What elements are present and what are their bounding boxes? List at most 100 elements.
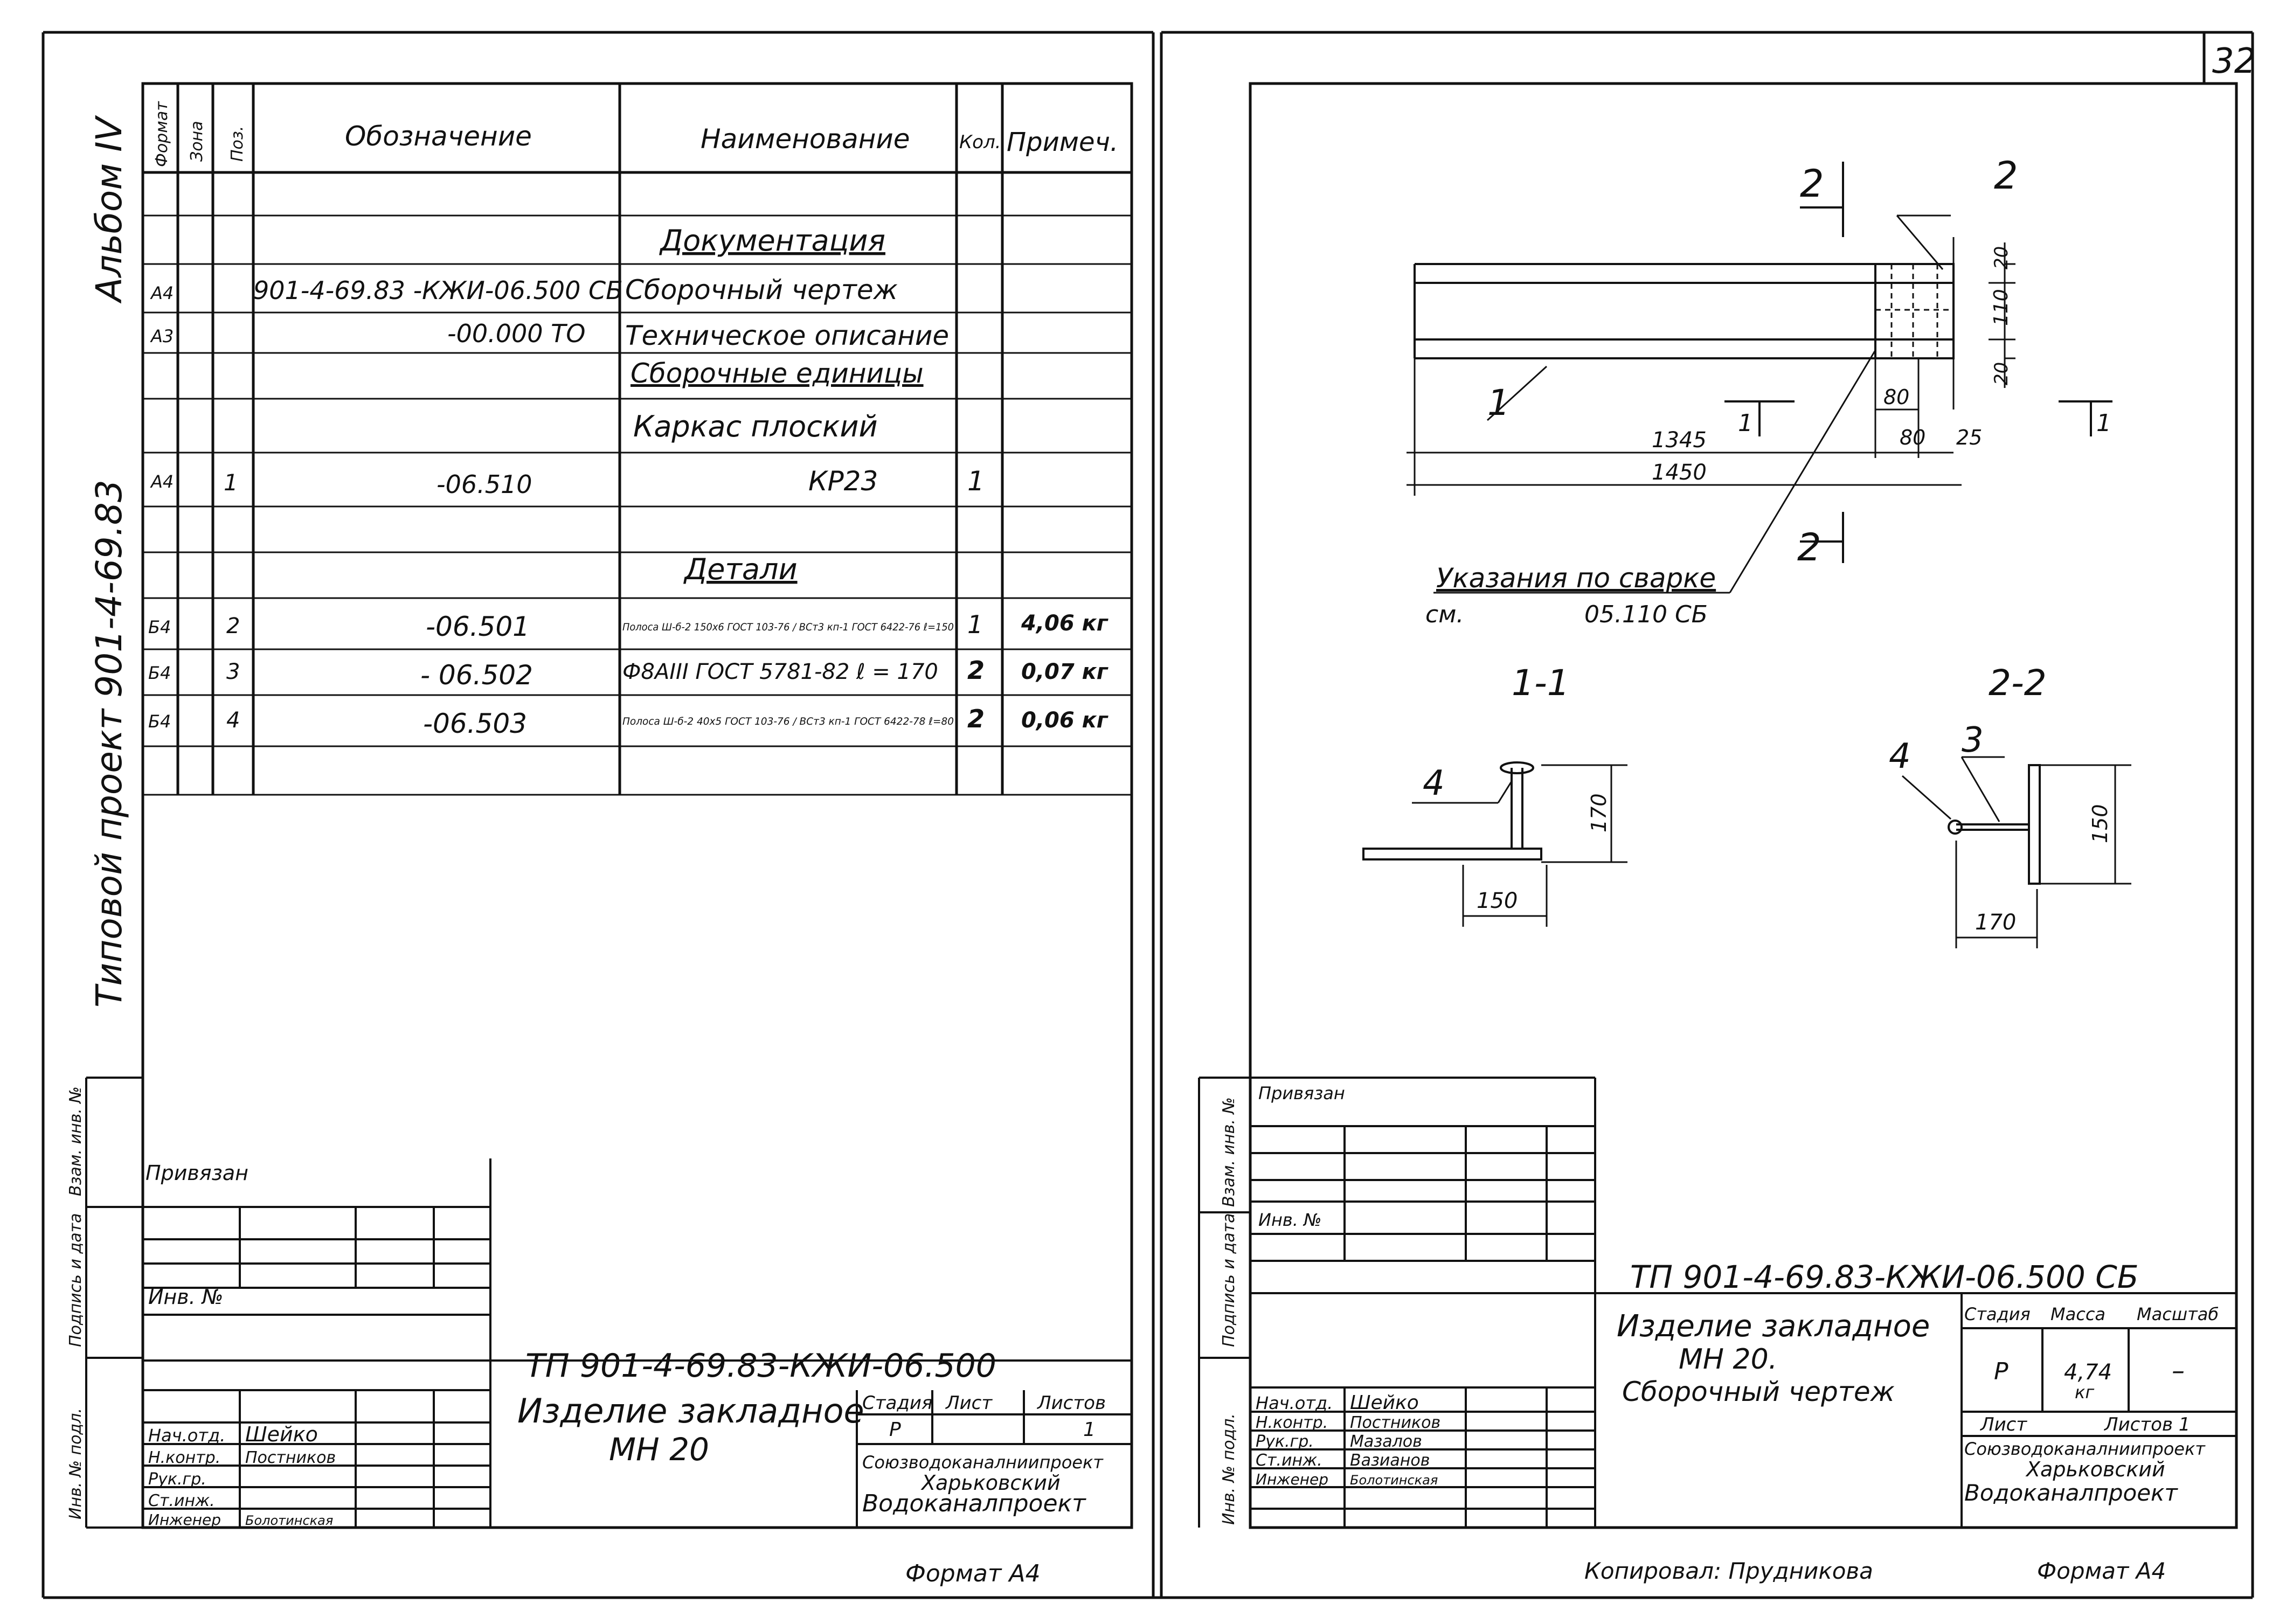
spec-row-name: Ф8АIII ГОСТ 5781-82 ℓ = 170: [622, 660, 938, 684]
spec-row-format: А4: [150, 283, 174, 303]
left-format-label: Формат А4: [905, 1560, 1041, 1587]
left-person: Болотинская: [245, 1513, 333, 1528]
right-signatories: Нач.отд. Шейко Н.контр. Постников Рук.гр…: [1256, 1392, 1440, 1488]
spec-row-designation: -06.503: [423, 708, 527, 739]
right-title-line1: Изделие закладное: [1617, 1309, 1930, 1344]
callout-2-top: 2: [1994, 154, 2018, 198]
right-person: Болотинская: [1350, 1473, 1438, 1488]
spec-row-lines: [143, 214, 1132, 796]
left-title-block-lines: [85, 1077, 1132, 1529]
s11-dim-170: 170: [1587, 793, 1611, 832]
right-person: Мазалов: [1350, 1432, 1422, 1451]
right-mass-label: Масса: [2050, 1304, 2105, 1324]
left-person: Шейко: [245, 1422, 318, 1446]
s11-dim-150: 150: [1477, 889, 1518, 913]
left-sheets-label: Листов: [1036, 1392, 1106, 1414]
section-mark-top: 2: [1800, 162, 1824, 206]
section-2-2-view: [1902, 756, 2131, 948]
spec-row-name: Документация: [659, 224, 885, 258]
spec-row-format: Б4: [148, 617, 171, 637]
header-designation: Обозначение: [345, 121, 532, 152]
section-2-2-title: 2-2: [1989, 662, 2047, 704]
spec-row-designation: -00.000 ТО: [447, 319, 585, 348]
right-side-label-3: Взам. инв. №: [1220, 1097, 1238, 1207]
right-stage-label: Стадия: [1964, 1304, 2031, 1324]
right-scale-label: Масштаб: [2137, 1304, 2219, 1324]
right-scale-value: –: [2172, 1356, 2185, 1386]
spec-row-designation: - 06.502: [420, 660, 533, 691]
sheet-number: 32: [2212, 41, 2256, 81]
left-sheet-label: Лист: [945, 1392, 993, 1414]
spec-row-qty: 1: [967, 610, 983, 639]
right-sheet: [1160, 31, 2254, 1598]
left-side-label-1: Инв. № подл.: [66, 1408, 85, 1519]
header-zone: Зона: [188, 121, 206, 162]
s22-callout-3: 3: [1962, 720, 1984, 760]
left-side-label-2: Подпись и дата: [66, 1213, 85, 1348]
callout-1: 1: [1487, 382, 1510, 424]
right-sheets-label: Листов 1: [2103, 1414, 2190, 1435]
section-1-1-view: [1362, 761, 1627, 927]
weld-note-see: см.: [1425, 601, 1464, 628]
left-role: Нач.отд.: [148, 1425, 225, 1446]
left-signatories: Нач.отд. Шейко Н.контр. Постников Рук.гр…: [148, 1422, 336, 1529]
right-doc-code: ТП 901-4-69.83-КЖИ-06.500 СБ: [1630, 1259, 2139, 1295]
right-side-label-1: Инв. № подл.: [1220, 1413, 1238, 1525]
right-role: Инженер: [1256, 1470, 1328, 1488]
header-pos: Поз.: [228, 126, 247, 162]
right-privyazan: Привязан: [1258, 1083, 1345, 1104]
right-mass-unit: кг: [2075, 1382, 2094, 1403]
right-role: Рук.гр.: [1256, 1432, 1314, 1451]
header-format: Формат: [153, 101, 171, 167]
right-format-label: Формат А4: [2037, 1558, 2166, 1584]
plan-view-labels: 2 2 2 1 1 1 1345 1450 80 80 25 20 110 20…: [1425, 154, 2111, 628]
spec-row-name: Техническое описание: [625, 320, 949, 351]
dim-20-b: 20: [1991, 362, 2012, 385]
right-sheet-label: Лист: [1979, 1414, 2027, 1435]
right-stage-value: Р: [1994, 1358, 2008, 1385]
dim-80-b: 80: [1900, 426, 1925, 449]
left-role: Ст.инж.: [148, 1491, 215, 1510]
left-role: Рук.гр.: [148, 1470, 206, 1489]
spec-row-note: 0,06 кг: [1021, 708, 1109, 733]
right-title-line2: МН 20.: [1679, 1343, 1777, 1376]
left-stage-label: Стадия: [862, 1392, 932, 1414]
dim-110: 110: [1990, 289, 2012, 326]
left-org-line3: Водоканалпроект: [862, 1490, 1086, 1517]
left-sheet: [41, 31, 2253, 1599]
left-role: Н.контр.: [148, 1448, 220, 1467]
spec-row-designation: -06.501: [426, 611, 530, 642]
right-side-label-2: Подпись и дата: [1220, 1213, 1238, 1348]
spec-row-designation: -06.510: [437, 470, 532, 499]
left-side-label-3: Взам. инв. №: [66, 1086, 85, 1196]
album-text: Альбом IV: [88, 115, 130, 304]
header-qty: Кол.: [959, 131, 1001, 153]
left-stage-value: Р: [889, 1419, 901, 1441]
spec-row-name: Сборочный чертеж: [625, 274, 898, 306]
spec-row-pos: 3: [226, 660, 240, 684]
section-mark-bottom: 2: [1797, 525, 1821, 570]
spec-row-format: Б4: [148, 711, 171, 732]
left-org-line2: Харьковский: [920, 1471, 1061, 1495]
left-title-line2: МН 20: [609, 1431, 709, 1468]
binding-project-text: Типовой проект 901-4-69.83: [88, 480, 130, 1008]
s22-dim-170: 170: [1975, 910, 2016, 935]
plan-view: [1407, 162, 2112, 594]
right-title-block-lines: [1198, 1077, 2237, 1528]
s22-dim-150: 150: [2088, 804, 2112, 843]
spec-row-name: КР23: [808, 466, 878, 497]
section-1-1-title: 1-1: [1512, 662, 1570, 704]
right-person: Постников: [1350, 1413, 1440, 1432]
right-inv-no: Инв. №: [1258, 1210, 1321, 1230]
copied-by: Копировал: Прудникова: [1584, 1558, 1873, 1584]
section-labels: 1-1 2-2 4 170 150 4 3 150 170: [1423, 662, 2112, 935]
spec-row-note: 4,06 кг: [1021, 611, 1109, 636]
left-person: Постников: [245, 1448, 336, 1467]
spec-row-pos: 2: [226, 614, 240, 639]
weld-note-ref: 05.110 СБ: [1584, 601, 1708, 628]
spec-row-qty: 2: [967, 704, 985, 733]
dim-80-a: 80: [1883, 385, 1909, 409]
spec-row-name: Сборочные единицы: [631, 358, 924, 389]
dim-1345: 1345: [1652, 428, 1707, 453]
spec-row-designation: 901-4-69.83 -КЖИ-06.500 СБ: [253, 276, 623, 305]
